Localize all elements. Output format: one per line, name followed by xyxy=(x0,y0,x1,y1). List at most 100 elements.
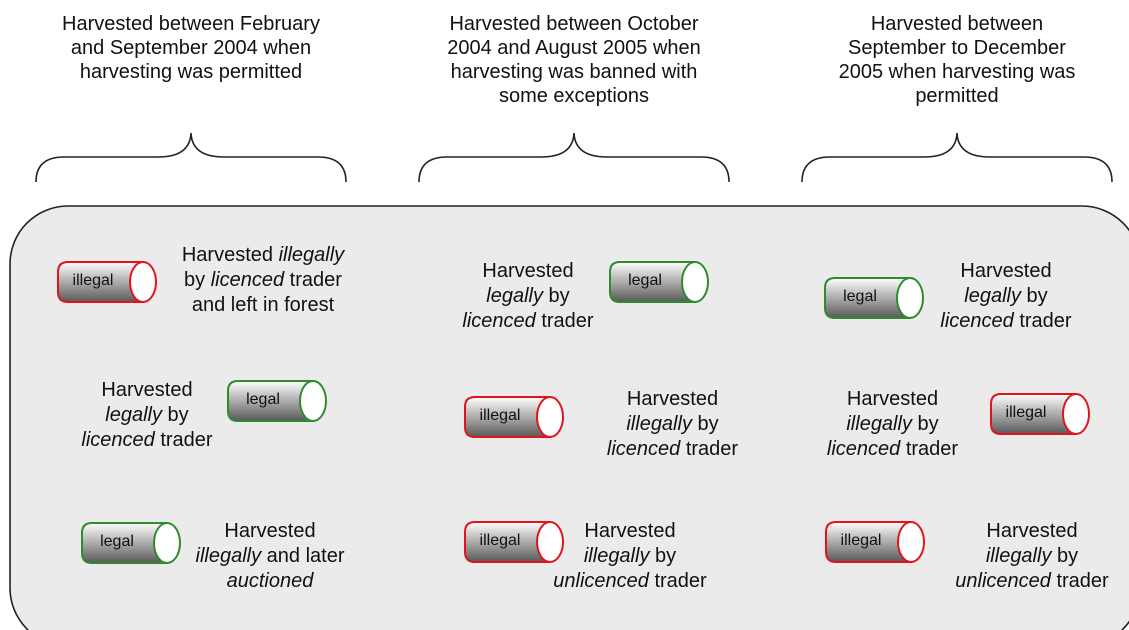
log-end-cap xyxy=(299,380,327,422)
emphasis-text: licenced xyxy=(81,429,155,451)
plain-text: and left in forest xyxy=(191,294,335,316)
plain-text: trader xyxy=(648,570,707,592)
description-line: Harvested xyxy=(590,387,755,412)
period-header-line: Harvested between February xyxy=(62,13,320,35)
log-status-label: legal xyxy=(246,391,280,408)
log-end-cap xyxy=(536,521,564,563)
description-line: Harvested illegally xyxy=(158,243,368,268)
log-end-cap xyxy=(536,396,564,438)
log-body xyxy=(81,522,168,564)
plain-text: trader xyxy=(1050,570,1109,592)
emphasis-text: illegally xyxy=(846,413,912,435)
period-header-line: harvesting was permitted xyxy=(79,61,303,83)
plain-text: Harvested xyxy=(181,244,279,266)
description-line: licenced trader xyxy=(810,437,975,462)
description-line: illegally by xyxy=(944,544,1120,569)
plain-text: by xyxy=(691,413,719,435)
log-legal-icon xyxy=(824,277,924,319)
log-illegal-icon xyxy=(464,396,564,438)
period-header-line: harvesting was banned with xyxy=(450,61,698,83)
emphasis-text: legally xyxy=(964,285,1021,307)
description-line: Harvested xyxy=(921,259,1091,284)
period-header-line: permitted xyxy=(915,85,999,107)
log-status-label: illegal xyxy=(479,532,521,549)
description-line: legally by xyxy=(72,403,222,428)
log-end-cap xyxy=(129,261,157,303)
emphasis-text: legally xyxy=(105,404,162,426)
plain-text: trader xyxy=(1013,310,1072,332)
description-line: unlicenced trader xyxy=(944,569,1120,594)
log-status-label: illegal xyxy=(72,272,114,289)
log-end-cap xyxy=(896,277,924,319)
log-illegal-icon xyxy=(464,521,564,563)
emphasis-text: unlicenced xyxy=(553,570,649,592)
log-legal-icon xyxy=(609,261,709,303)
description-line: unlicenced trader xyxy=(542,569,718,594)
emphasis-text: licenced xyxy=(940,310,1014,332)
period-header-line: 2005 when harvesting was xyxy=(838,61,1076,83)
plain-text: Harvested xyxy=(986,520,1078,542)
log-end-cap xyxy=(1062,393,1090,435)
plain-text: by xyxy=(911,413,939,435)
plain-text: and later xyxy=(261,545,345,567)
log-status-label: legal xyxy=(628,272,662,289)
period-header-line: 2004 and August 2005 when xyxy=(447,37,701,59)
log-legal-icon xyxy=(227,380,327,422)
emphasis-text: licenced xyxy=(462,310,536,332)
log-illegal-icon xyxy=(57,261,157,303)
emphasis-text: illegally xyxy=(626,413,692,435)
log-status-label: legal xyxy=(843,288,877,305)
plain-text: trader xyxy=(284,269,342,291)
log-body xyxy=(57,261,144,303)
plain-text: trader xyxy=(154,429,213,451)
log-legal-icon xyxy=(81,522,181,564)
description-line: licenced trader xyxy=(590,437,755,462)
log-illegal-icon xyxy=(990,393,1090,435)
period-header-line: some exceptions xyxy=(498,85,650,107)
plain-text: trader xyxy=(680,438,739,460)
description-line: Harvested xyxy=(182,519,358,544)
log-end-cap xyxy=(153,522,181,564)
emphasis-text: auctioned xyxy=(226,570,314,592)
description-line: illegally and later xyxy=(182,544,358,569)
description-line: Harvested xyxy=(443,259,613,284)
description-line: legally by xyxy=(443,284,613,309)
log-status-label: illegal xyxy=(840,532,882,549)
description-line: licenced trader xyxy=(921,309,1091,334)
plain-text: Harvested xyxy=(101,379,193,401)
plain-text: by xyxy=(1051,545,1079,567)
log-body xyxy=(227,380,314,422)
log-end-cap xyxy=(897,521,925,563)
plain-text: Harvested xyxy=(960,260,1052,282)
log-illegal-icon xyxy=(825,521,925,563)
log-status-label: legal xyxy=(100,533,134,550)
plain-text: by xyxy=(1021,285,1048,307)
log-body xyxy=(824,277,911,319)
period-header-line: Harvested between October xyxy=(449,13,699,35)
emphasis-text: legally xyxy=(486,285,543,307)
plain-text: Harvested xyxy=(846,388,939,410)
plain-text: by xyxy=(184,269,211,291)
description-line: Harvested xyxy=(542,519,718,544)
emphasis-text: licenced xyxy=(210,269,285,291)
period-brace-1 xyxy=(35,132,347,183)
plain-text: by xyxy=(649,545,677,567)
emphasis-text: licenced xyxy=(826,438,901,460)
plain-text: trader xyxy=(900,438,959,460)
description-line: illegally by xyxy=(542,544,718,569)
log-body xyxy=(464,396,551,438)
description-line: illegally by xyxy=(590,412,755,437)
period-header-line: September to December xyxy=(848,37,1066,59)
period-header-line: and September 2004 when xyxy=(70,37,312,59)
description-line: legally by xyxy=(921,284,1091,309)
emphasis-text: illegally xyxy=(583,545,650,567)
